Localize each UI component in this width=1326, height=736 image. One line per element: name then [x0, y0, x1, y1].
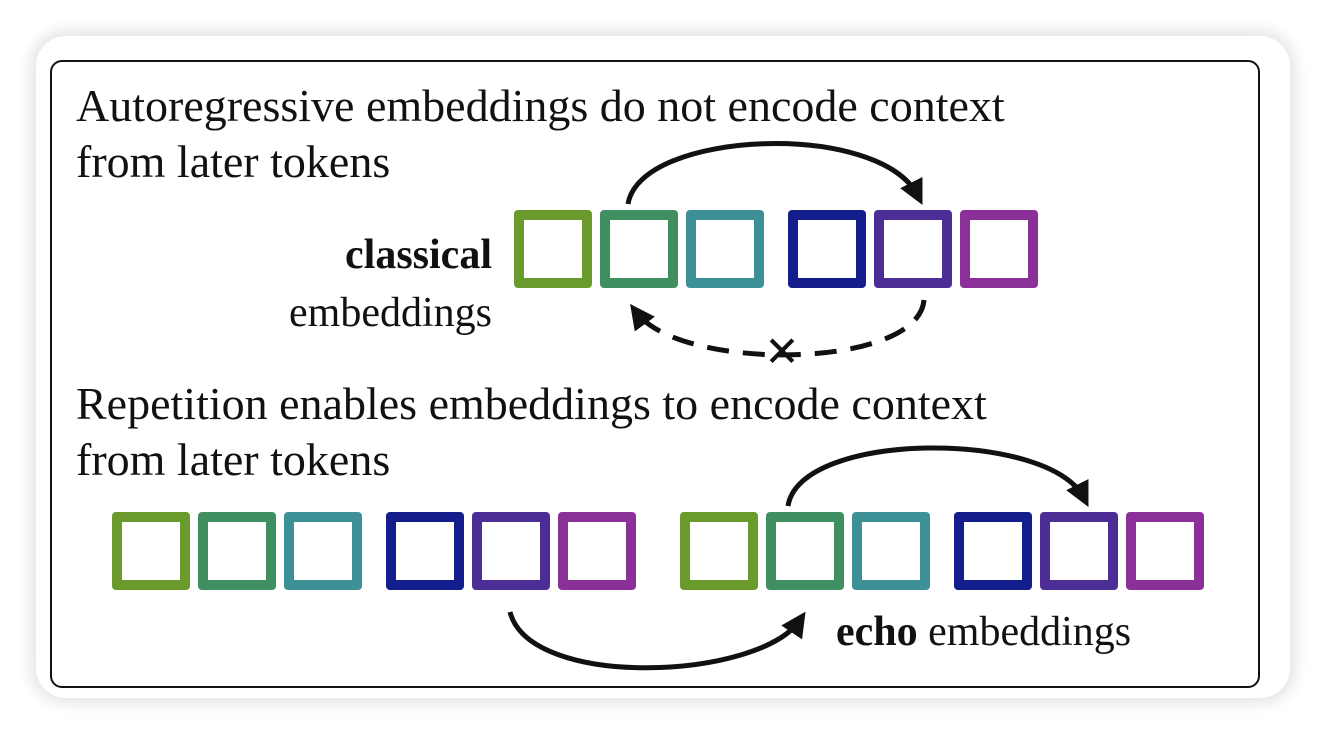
top-heading-line-2: from later tokens [76, 136, 391, 187]
top-heading: Autoregressive embeddings do not encode … [76, 78, 1005, 190]
bottom-heading-line-1: Repetition enables embeddings to encode … [76, 378, 987, 429]
echo-label-rest: embeddings [917, 609, 1132, 655]
classical-token-6 [960, 210, 1038, 288]
classical-token-5 [874, 210, 952, 288]
echo-token-3 [284, 512, 362, 590]
classical-token-4 [788, 210, 866, 288]
echo-token-7 [680, 512, 758, 590]
echo-label-bold: echo [836, 609, 918, 655]
echo-token-6 [558, 512, 636, 590]
bottom-heading-line-2: from later tokens [76, 434, 391, 485]
echo-token-11 [1040, 512, 1118, 590]
echo-token-4 [386, 512, 464, 590]
echo-token-9 [852, 512, 930, 590]
echo-token-10 [954, 512, 1032, 590]
classical-token-3 [686, 210, 764, 288]
echo-token-2 [198, 512, 276, 590]
classical-token-2 [600, 210, 678, 288]
bottom-heading: Repetition enables embeddings to encode … [76, 376, 987, 488]
echo-embeddings-label: echo embeddings [836, 608, 1131, 656]
echo-token-5 [472, 512, 550, 590]
echo-token-8 [766, 512, 844, 590]
echo-token-12 [1126, 512, 1204, 590]
classical-label-bold: classical [345, 232, 492, 278]
echo-token-1 [112, 512, 190, 590]
top-heading-line-1: Autoregressive embeddings do not encode … [76, 80, 1005, 131]
classical-embeddings-label: classical embeddings [289, 226, 492, 342]
classical-token-1 [514, 210, 592, 288]
classical-label-rest: embeddings [289, 290, 492, 336]
